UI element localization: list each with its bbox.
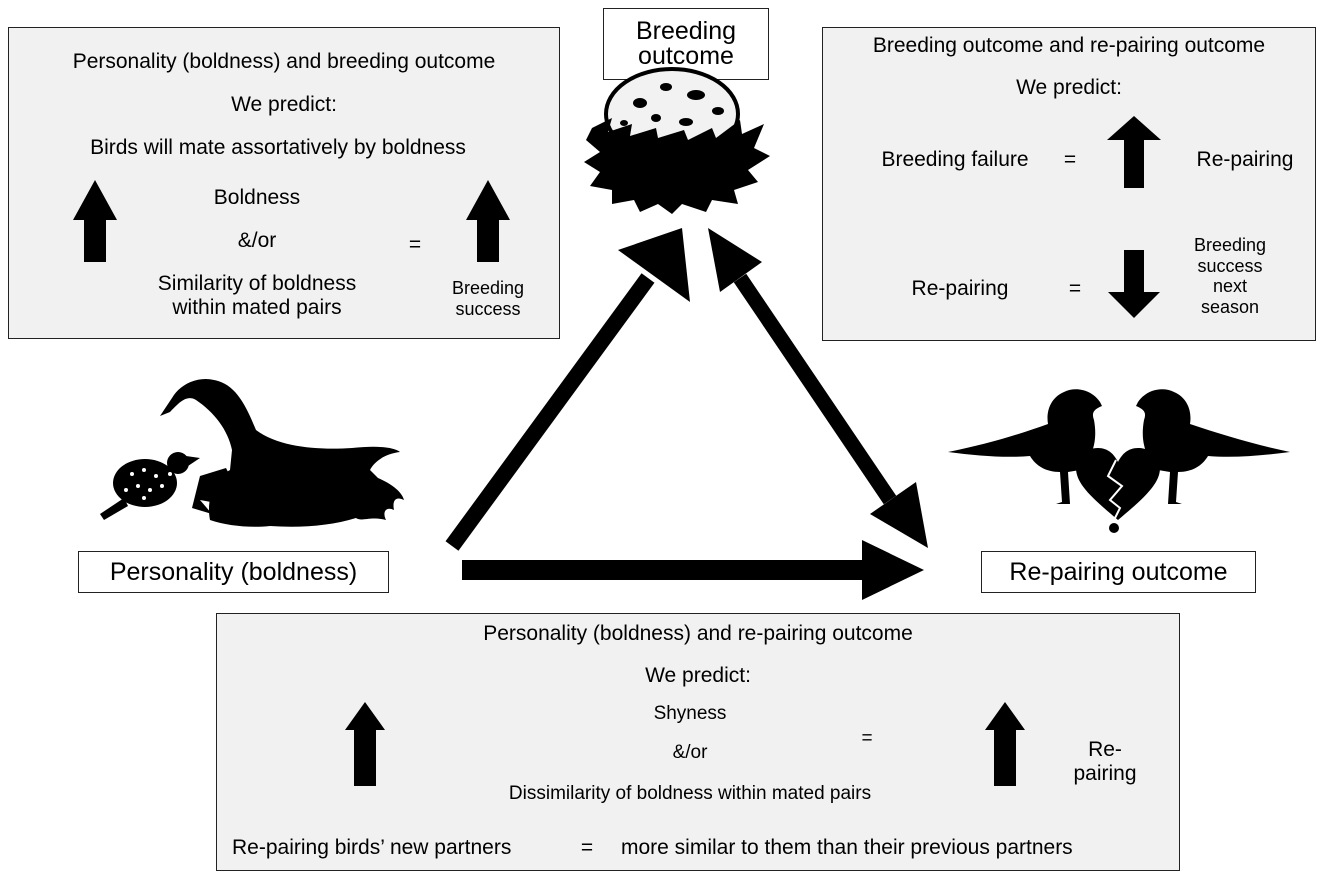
footer-left-text: Re-pairing birds’ new partners <box>232 836 512 859</box>
footer-right-text: more similar to them than their previous… <box>621 836 1073 859</box>
breeding-failure-label: Breeding failure <box>881 148 1029 171</box>
box-breeding-repairing <box>822 27 1316 341</box>
breeding-success-line-1: Breeding <box>451 278 525 298</box>
repairing-label-2: Re-pairing <box>911 277 1009 300</box>
equals-sign: = <box>861 728 873 749</box>
prediction-text: Birds will mate assortatively by boldnes… <box>90 136 466 159</box>
andor-label: &/or <box>237 229 277 252</box>
repairing-line-2: pairing <box>1073 762 1137 786</box>
predict-label: We predict: <box>645 664 751 687</box>
next-season-success-label: Breeding success next season <box>1170 235 1290 318</box>
next-season-line-3: next <box>1212 276 1248 297</box>
shyness-label: Shyness <box>653 703 727 724</box>
similarity-line-1: Similarity of boldness <box>157 272 357 295</box>
arrow-personality-to-repairing <box>462 540 924 600</box>
node-personality: Personality (boldness) <box>78 551 389 593</box>
node-repairing-outcome: Re-pairing outcome <box>981 551 1256 593</box>
next-season-line-4: season <box>1200 297 1260 318</box>
breeding-success-label: Breeding success <box>428 278 548 319</box>
similarity-line-2: within mated pairs <box>172 296 342 320</box>
node-breeding-line-2: outcome <box>638 42 734 70</box>
box-title: Breeding outcome and re-pairing outcome <box>872 34 1266 57</box>
equals-sign: = <box>408 233 422 256</box>
node-breeding-outcome: Breeding outcome <box>603 8 769 80</box>
node-breeding-line-1: Breeding <box>635 17 737 45</box>
footer-equals: = <box>580 836 594 859</box>
box-title: Personality (boldness) and breeding outc… <box>72 50 496 73</box>
andor-label: &/or <box>672 742 708 763</box>
similarity-label: Similarity of boldness within mated pair… <box>117 272 397 320</box>
breeding-success-line-2: success <box>455 298 521 319</box>
repairing-line-1: Re- <box>1088 738 1122 761</box>
dissimilarity-label: Dissimilarity of boldness within mated p… <box>508 783 872 804</box>
equals-sign: = <box>1068 277 1082 300</box>
predict-label: We predict: <box>231 93 337 116</box>
equals-sign: = <box>1063 148 1077 171</box>
repairing-outcome-label: Re- pairing <box>1050 738 1160 786</box>
box-title: Personality (boldness) and re-pairing ou… <box>483 622 913 645</box>
next-season-line-1: Breeding <box>1193 235 1267 255</box>
next-season-line-2: success <box>1197 255 1263 276</box>
predict-label: We predict: <box>1016 76 1122 99</box>
bird-feeding-chick-icon <box>100 378 404 527</box>
boldness-label: Boldness <box>213 186 301 209</box>
two-gulls-broken-heart-icon <box>948 389 1290 533</box>
nest-with-egg-icon <box>584 67 770 214</box>
repairing-label: Re-pairing <box>1196 148 1294 171</box>
